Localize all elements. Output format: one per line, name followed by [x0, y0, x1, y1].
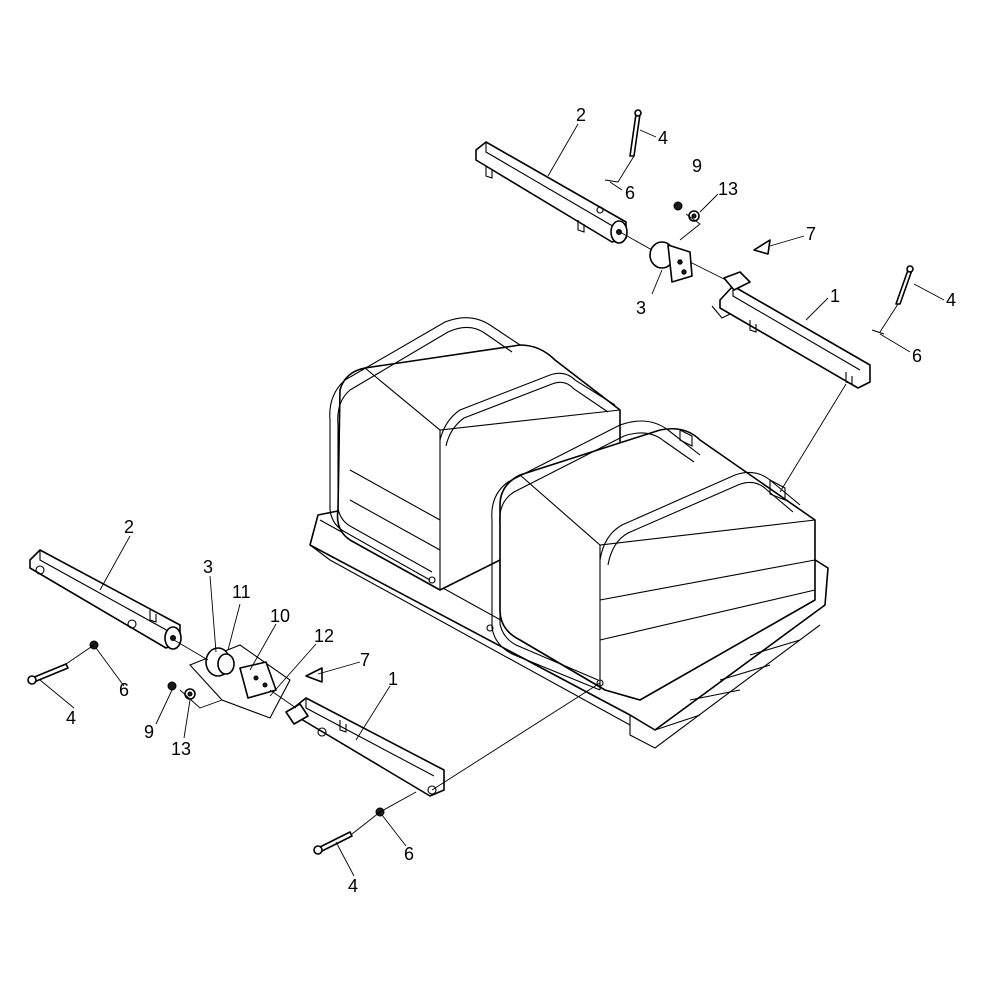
callout-top-6b: 6 [912, 346, 922, 366]
callout-bottom-13: 13 [171, 739, 191, 759]
callout-bottom-2: 2 [124, 517, 134, 537]
callout-bottom-11: 11 [232, 582, 251, 602]
bottom-label-7 [305, 667, 323, 683]
callout-bottom-6a: 6 [119, 680, 129, 700]
bottom-nut-9 [167, 681, 177, 691]
callout-top-9: 9 [692, 156, 702, 176]
callout-bottom-12: 12 [314, 626, 334, 646]
callout-top-1: 1 [830, 286, 840, 306]
callout-bottom-3: 3 [203, 557, 213, 577]
bottom-mount-group [189, 644, 291, 719]
callout-bottom-4b: 4 [348, 876, 358, 896]
top-mount-3 [649, 241, 693, 283]
callout-labels: 2 4 6 9 13 7 3 1 4 6 2 3 11 10 12 7 6 4 … [66, 105, 956, 896]
top-rail-2 [475, 141, 628, 244]
top-label-7 [753, 239, 771, 255]
callout-top-13: 13 [718, 179, 738, 199]
callout-top-6a: 6 [625, 183, 635, 203]
top-bolt-4a [629, 109, 642, 157]
top-bolt-4b [895, 265, 914, 305]
top-washer-13 [688, 210, 700, 222]
assembly-lines [39, 123, 945, 877]
bottom-washer-13 [184, 688, 196, 700]
bottom-rail-2 [29, 549, 182, 650]
top-rail-1 [711, 271, 871, 389]
callout-bottom-1: 1 [388, 669, 398, 689]
callout-bottom-10: 10 [270, 606, 290, 626]
callout-top-4b: 4 [946, 290, 956, 310]
callout-top-3: 3 [636, 298, 646, 318]
top-pin-6a [604, 179, 619, 183]
top-nut-9 [673, 201, 683, 211]
callout-bottom-9: 9 [144, 722, 154, 742]
callout-bottom-6b: 6 [404, 844, 414, 864]
bottom-bolt-4a [27, 663, 69, 685]
callout-top-7: 7 [806, 224, 816, 244]
callout-bottom-7: 7 [360, 650, 370, 670]
callout-top-2: 2 [576, 105, 586, 125]
callout-top-4a: 4 [658, 128, 668, 148]
battery-tray-assembly [309, 317, 829, 749]
top-pin-6b [871, 329, 885, 335]
bottom-bolt-4b [313, 831, 353, 855]
callout-bottom-4a: 4 [66, 708, 76, 728]
bottom-rail-1 [285, 697, 445, 797]
